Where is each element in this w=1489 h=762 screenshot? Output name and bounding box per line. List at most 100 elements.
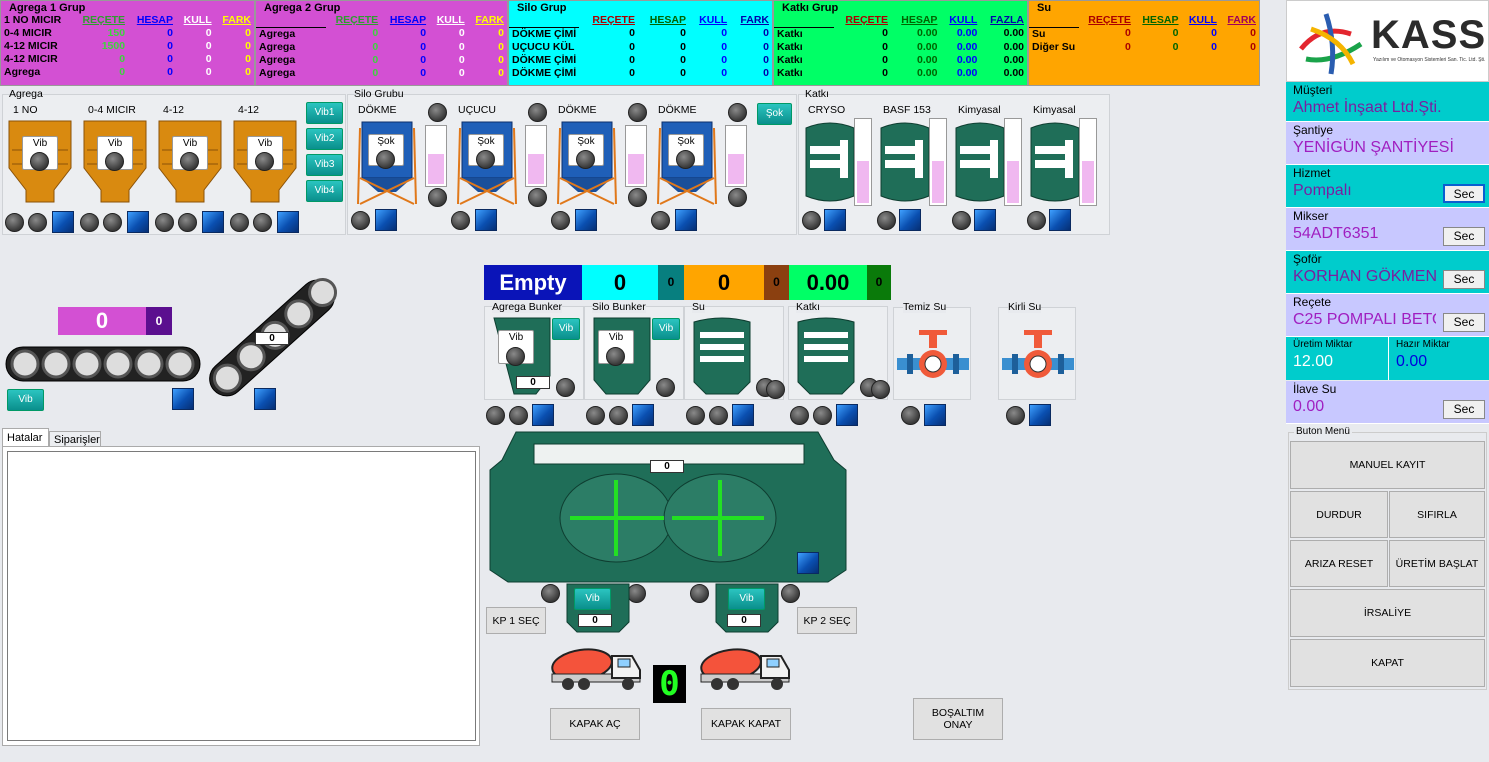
gate1-value: 0 xyxy=(578,614,612,627)
truck-counter: 0 xyxy=(653,665,686,703)
hizmet-sec-button[interactable]: Sec xyxy=(1443,184,1485,203)
katki-section-title: Katkı xyxy=(805,88,829,100)
bosaltim-onay-button[interactable]: BOŞALTIM ONAY xyxy=(913,698,1003,740)
silo-motor-button[interactable] xyxy=(475,209,497,231)
errors-list[interactable] xyxy=(7,451,476,741)
agrega-bin-motor-button[interactable] xyxy=(202,211,224,233)
kp2-select-button[interactable]: KP 2 SEÇ xyxy=(797,607,857,634)
katki-bunker-indicator-b xyxy=(813,406,832,425)
conveyor-roller xyxy=(134,349,164,379)
katki-bunker-motor-button[interactable] xyxy=(836,404,858,426)
kapak-kapat-button[interactable]: KAPAK KAPAT xyxy=(701,708,791,740)
kapak-ac-button[interactable]: KAPAK AÇ xyxy=(550,708,640,740)
agrega-bin-indicator-b xyxy=(28,213,47,232)
mixer-truck-2-icon xyxy=(700,648,790,690)
recete-value: C25 POMPALI BETON xyxy=(1293,311,1436,328)
recete-sec-button[interactable]: Sec xyxy=(1443,313,1485,332)
silo-indicator xyxy=(576,150,595,169)
su-bunker-motor-button[interactable] xyxy=(732,404,754,426)
ariza-reset-button[interactable]: ARIZA RESET xyxy=(1290,540,1388,587)
hizmet-label: Hizmet xyxy=(1293,166,1331,180)
silo-bunker-motor-button[interactable] xyxy=(632,404,654,426)
katki-tank xyxy=(1029,120,1081,202)
uretim-baslat-button[interactable]: ÜRETİM BAŞLAT xyxy=(1389,540,1485,587)
kapat-button[interactable]: KAPAT xyxy=(1290,639,1485,687)
tab-siparisler[interactable]: Siparişler xyxy=(49,431,101,447)
katki-tank-icon xyxy=(805,122,855,202)
agrega-bin-indicator-a xyxy=(5,213,24,232)
status-value-2b: 0 xyxy=(764,265,789,300)
silo-label: DÖKME xyxy=(558,104,597,116)
irsaliye-button[interactable]: İRSALİYE xyxy=(1290,589,1485,637)
agrega-bin-vib-label[interactable]: Vib xyxy=(172,136,208,170)
hizmet-field: Hizmet Pompalı Sec xyxy=(1286,165,1489,208)
sofor-sec-button[interactable]: Sec xyxy=(1443,270,1485,289)
agrega-bin-motor-button[interactable] xyxy=(52,211,74,233)
tab-hatalar[interactable]: Hatalar xyxy=(2,428,49,447)
agrega-vib-button[interactable]: Vib1 xyxy=(306,102,343,124)
su-title: Su xyxy=(1037,2,1052,14)
silo-label: DÖKME xyxy=(358,104,397,116)
conveyor-vib-button[interactable]: Vib xyxy=(7,389,44,411)
incline-conveyor-roller xyxy=(236,342,266,372)
katki-level-tube xyxy=(929,118,947,206)
agrega-vib-button[interactable]: Vib4 xyxy=(306,180,343,202)
silo-sok-button[interactable]: Şok xyxy=(757,103,792,125)
katki-tank-label: Kimyasal xyxy=(958,104,1001,116)
agrega-vib-button[interactable]: Vib2 xyxy=(306,128,343,150)
katki-tank xyxy=(804,120,856,202)
incline-conveyor-roller xyxy=(284,299,314,329)
mikser-value: 54ADT6351 xyxy=(1293,225,1379,242)
katki-motor-button[interactable] xyxy=(899,209,921,231)
silo-motor-button[interactable] xyxy=(375,209,397,231)
agrega-vib-button[interactable]: Vib3 xyxy=(306,154,343,176)
agrega-bin-indicator-a xyxy=(80,213,99,232)
ilave-su-label: İlave Su xyxy=(1293,382,1337,396)
agrega-bunker-motor-button[interactable] xyxy=(532,404,554,426)
silo-motor-button[interactable] xyxy=(675,209,697,231)
incline-motor-button[interactable] xyxy=(254,388,276,410)
silo-bunker-vib-button[interactable]: Vib xyxy=(652,318,680,340)
durdur-button[interactable]: DURDUR xyxy=(1290,491,1388,538)
katki-tank-icon xyxy=(955,122,1005,202)
kp1-select-button[interactable]: KP 1 SEÇ xyxy=(486,607,546,634)
katki-level-tube xyxy=(854,118,872,206)
katki-motor-button[interactable] xyxy=(824,209,846,231)
sifirla-button[interactable]: SIFIRLA xyxy=(1389,491,1485,538)
sofor-value: KORHAN GÖKMEN BAL xyxy=(1293,268,1436,285)
kirli-su-motor-button[interactable] xyxy=(1029,404,1051,426)
katki-indicator xyxy=(802,211,821,230)
agrega-bunker-vib-button[interactable]: Vib xyxy=(552,318,580,340)
agrega-bin-motor-button[interactable] xyxy=(127,211,149,233)
mikser-sec-button[interactable]: Sec xyxy=(1443,227,1485,246)
gate1-vib-button[interactable]: Vib xyxy=(574,588,611,610)
manuel-kayit-button[interactable]: MANUEL KAYIT xyxy=(1290,441,1485,489)
uretim-miktar-field: Üretim Miktar 12.00 xyxy=(1286,337,1389,380)
mixer-motor-button[interactable] xyxy=(797,552,819,574)
agrega-bin-motor-button[interactable] xyxy=(277,211,299,233)
gate2-vib-button[interactable]: Vib xyxy=(728,588,765,610)
conveyor-roller xyxy=(72,349,102,379)
katki-title: Katkı Grup xyxy=(782,2,839,14)
agrega-bin-indicator-b xyxy=(103,213,122,232)
conveyor-motor-button[interactable] xyxy=(172,388,194,410)
bosaltim-onay-label-1: BOŞALTIM xyxy=(931,707,985,719)
ilave-su-sec-button[interactable]: Sec xyxy=(1443,400,1485,419)
status-mode: Empty xyxy=(484,265,582,300)
katki-bunker-label: Katkı xyxy=(796,301,820,313)
silo-motor-button[interactable] xyxy=(575,209,597,231)
katki-motor-button[interactable] xyxy=(974,209,996,231)
mixer-body xyxy=(489,431,847,583)
uretim-miktar-label: Üretim Miktar xyxy=(1293,339,1353,350)
katki-motor-button[interactable] xyxy=(1049,209,1071,231)
silo-title: Silo Grup xyxy=(517,2,567,14)
horizontal-conveyor-belt xyxy=(5,346,201,382)
agrega-bunker-indicator-b xyxy=(509,406,528,425)
su-bunker-label: Su xyxy=(692,301,705,313)
temiz-su-motor-button[interactable] xyxy=(924,404,946,426)
incline-conveyor-value: 0 xyxy=(255,332,289,345)
